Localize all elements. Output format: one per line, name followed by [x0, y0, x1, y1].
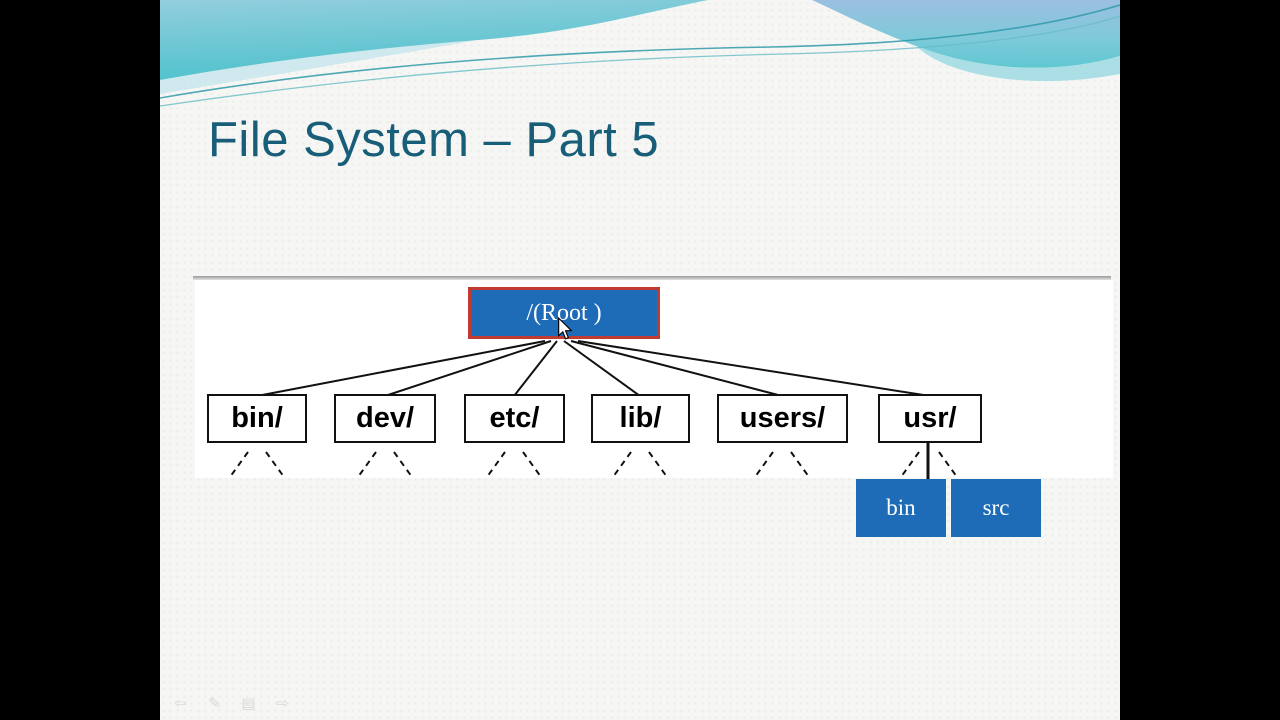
- tree-node-dev-dir: dev/: [334, 394, 436, 443]
- tree-node-root-label: /(Root ): [526, 299, 602, 326]
- tree-node-usr-src: src: [951, 479, 1041, 537]
- slide-menu-icon[interactable]: ▤: [241, 694, 256, 712]
- tree-node-label: dev/: [355, 402, 415, 434]
- tree-node-label: lib/: [619, 402, 662, 434]
- presentation-slide: File System – Part 5: [160, 0, 1120, 720]
- letterbox-left: [0, 0, 160, 720]
- slide-title: File System – Part 5: [208, 113, 660, 167]
- pen-tool-icon[interactable]: ✎: [208, 694, 221, 712]
- title-separator: [193, 276, 1111, 280]
- tree-node-label: src: [982, 495, 1010, 520]
- header-wave-art: [160, 0, 1120, 107]
- tree-node-label: usr/: [903, 402, 957, 434]
- tree-node-bin-dir: bin/: [207, 394, 307, 443]
- mouse-cursor: [558, 317, 573, 340]
- tree-node-users-dir: users/: [717, 394, 848, 443]
- next-slide-icon[interactable]: ⇨: [276, 694, 289, 712]
- tree-node-etc-dir: etc/: [464, 394, 565, 443]
- letterbox-right: [1120, 0, 1280, 720]
- slideshow-nav: ⇦ ✎ ▤ ⇨: [172, 694, 291, 712]
- previous-slide-icon[interactable]: ⇦: [174, 694, 187, 712]
- tree-node-usr-dir: usr/: [878, 394, 982, 443]
- tree-node-label: etc/: [489, 402, 540, 434]
- tree-node-label: users/: [739, 402, 826, 434]
- tree-node-lib-dir: lib/: [591, 394, 690, 443]
- tree-node-label: bin/: [231, 402, 283, 434]
- tree-node-label: bin: [886, 495, 916, 520]
- tree-node-usr-bin: bin: [856, 479, 946, 537]
